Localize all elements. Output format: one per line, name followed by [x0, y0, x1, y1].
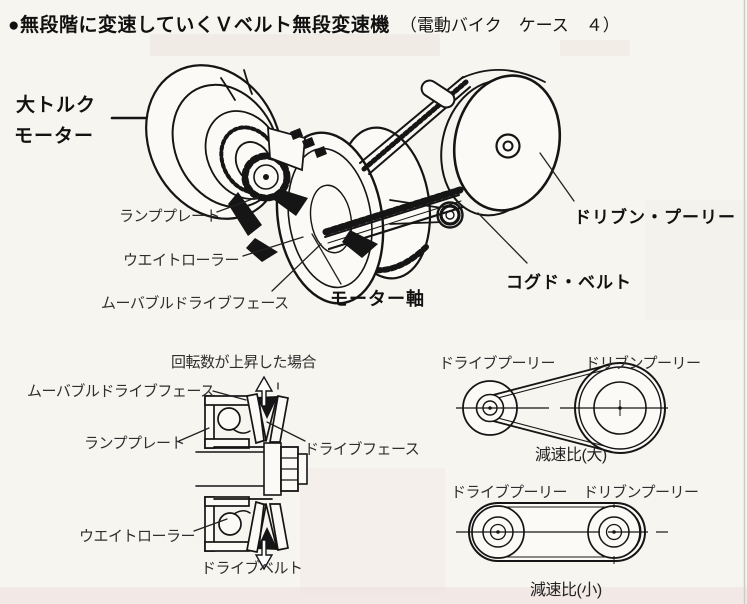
up-arrow-icon — [254, 375, 274, 407]
rs-caption: 減速比(小) — [530, 582, 602, 599]
page-title: ●無段階に変速していくＶベルト無段変速機 （電動バイク ケース ４） — [8, 10, 620, 37]
main-leader-lines — [216, 152, 575, 292]
title-sub: （電動バイク ケース ４） — [399, 16, 620, 35]
spider-plate — [267, 126, 327, 172]
rl-caption: 減速比(大) — [535, 447, 607, 464]
drive-gear — [241, 152, 291, 202]
cs-label-drive-face: ドライブフェース — [304, 441, 420, 458]
driven-pulley-disc — [420, 74, 562, 217]
cs-label-ramp-plate: ランププレート — [84, 435, 186, 452]
cs-bottom-half — [204, 496, 289, 571]
cross-section-drawing — [178, 375, 308, 571]
rs-label-driven-pulley: ドリブンプーリー — [583, 484, 699, 501]
label-weight-roller: ウエイトローラー — [123, 252, 240, 269]
title-main: ●無段階に変速していくＶベルト無段変速機 — [8, 15, 390, 36]
label-motor-line1: 大トルク — [16, 95, 97, 116]
label-motor-shaft: モーター軸 — [330, 289, 425, 309]
rl-label-driven-pulley: ドリブンプーリー — [585, 355, 701, 372]
cs-label-weight-roller: ウエイトローラー — [79, 528, 196, 545]
down-arrow-icon — [254, 539, 274, 571]
label-movable-drive-face: ムーバブルドライブフェース — [101, 295, 289, 312]
cs-caption: 回転数が上昇した場合 — [171, 354, 317, 371]
rs-label-drive-pulley: ドライブプーリー — [451, 484, 568, 501]
cs-label-movable-drive-face: ムーバブルドライブフェース — [27, 383, 215, 400]
ratio-large-drawing — [456, 362, 668, 454]
label-motor-line2: モーター — [14, 126, 95, 147]
rl-label-drive-pulley: ドライブプーリー — [439, 355, 556, 372]
cs-leader-lines — [178, 390, 306, 532]
label-cogged-belt: コグド・ベルト — [506, 273, 632, 292]
main-illustration — [110, 64, 575, 305]
cs-top-half — [204, 375, 289, 449]
shadow-wedges — [228, 190, 378, 262]
cs-label-drive-belt: ドライブベルト — [201, 560, 303, 577]
ratio-small-drawing — [456, 502, 668, 564]
label-driven-pulley: ドリブン・プーリー — [574, 208, 736, 227]
cs-shaft-bolt — [195, 442, 308, 496]
label-ramp-plate: ランププレート — [119, 208, 221, 225]
